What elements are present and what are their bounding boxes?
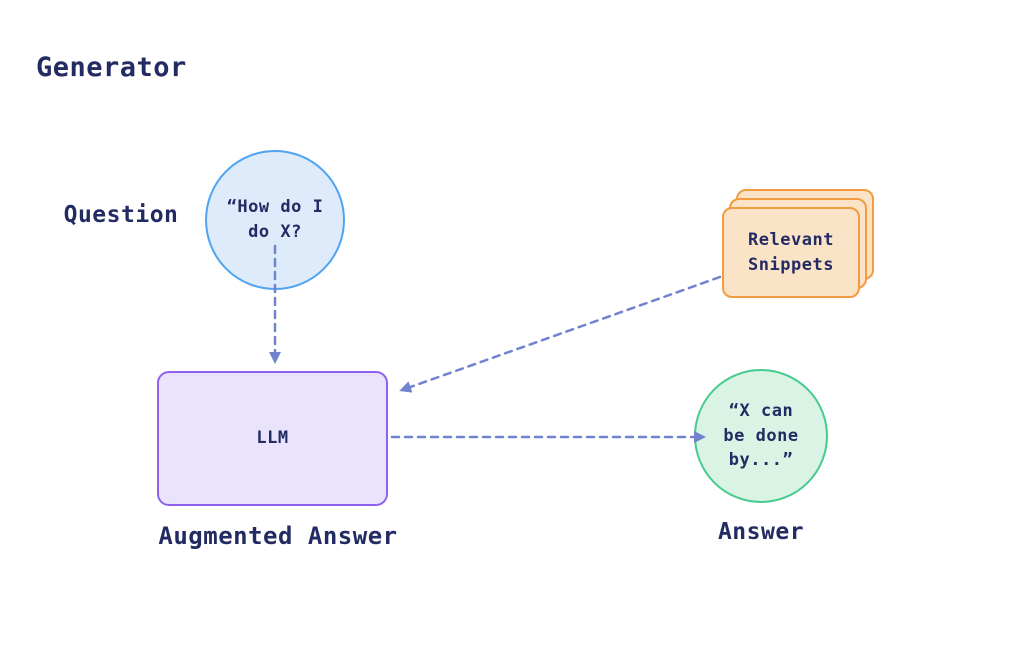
edge-snippets-to-llm bbox=[399, 275, 722, 393]
diagram-title: Generator bbox=[36, 52, 187, 83]
question-label: Question bbox=[63, 202, 179, 228]
llm-node-text: LLM bbox=[256, 428, 289, 449]
answer-node-text: “X can be done by...” bbox=[723, 401, 799, 471]
answer-node: “X can be done by...” bbox=[694, 369, 828, 503]
question-node: “How do I do X? bbox=[205, 150, 345, 290]
question-node-text: “How do I do X? bbox=[226, 197, 324, 242]
snippets-node: Relevant Snippets bbox=[722, 207, 860, 298]
augmented-answer-label: Augmented Answer bbox=[158, 522, 398, 550]
answer-label: Answer bbox=[717, 519, 805, 545]
snippets-node-text: Relevant Snippets bbox=[748, 229, 834, 275]
llm-node: LLM bbox=[157, 371, 388, 506]
